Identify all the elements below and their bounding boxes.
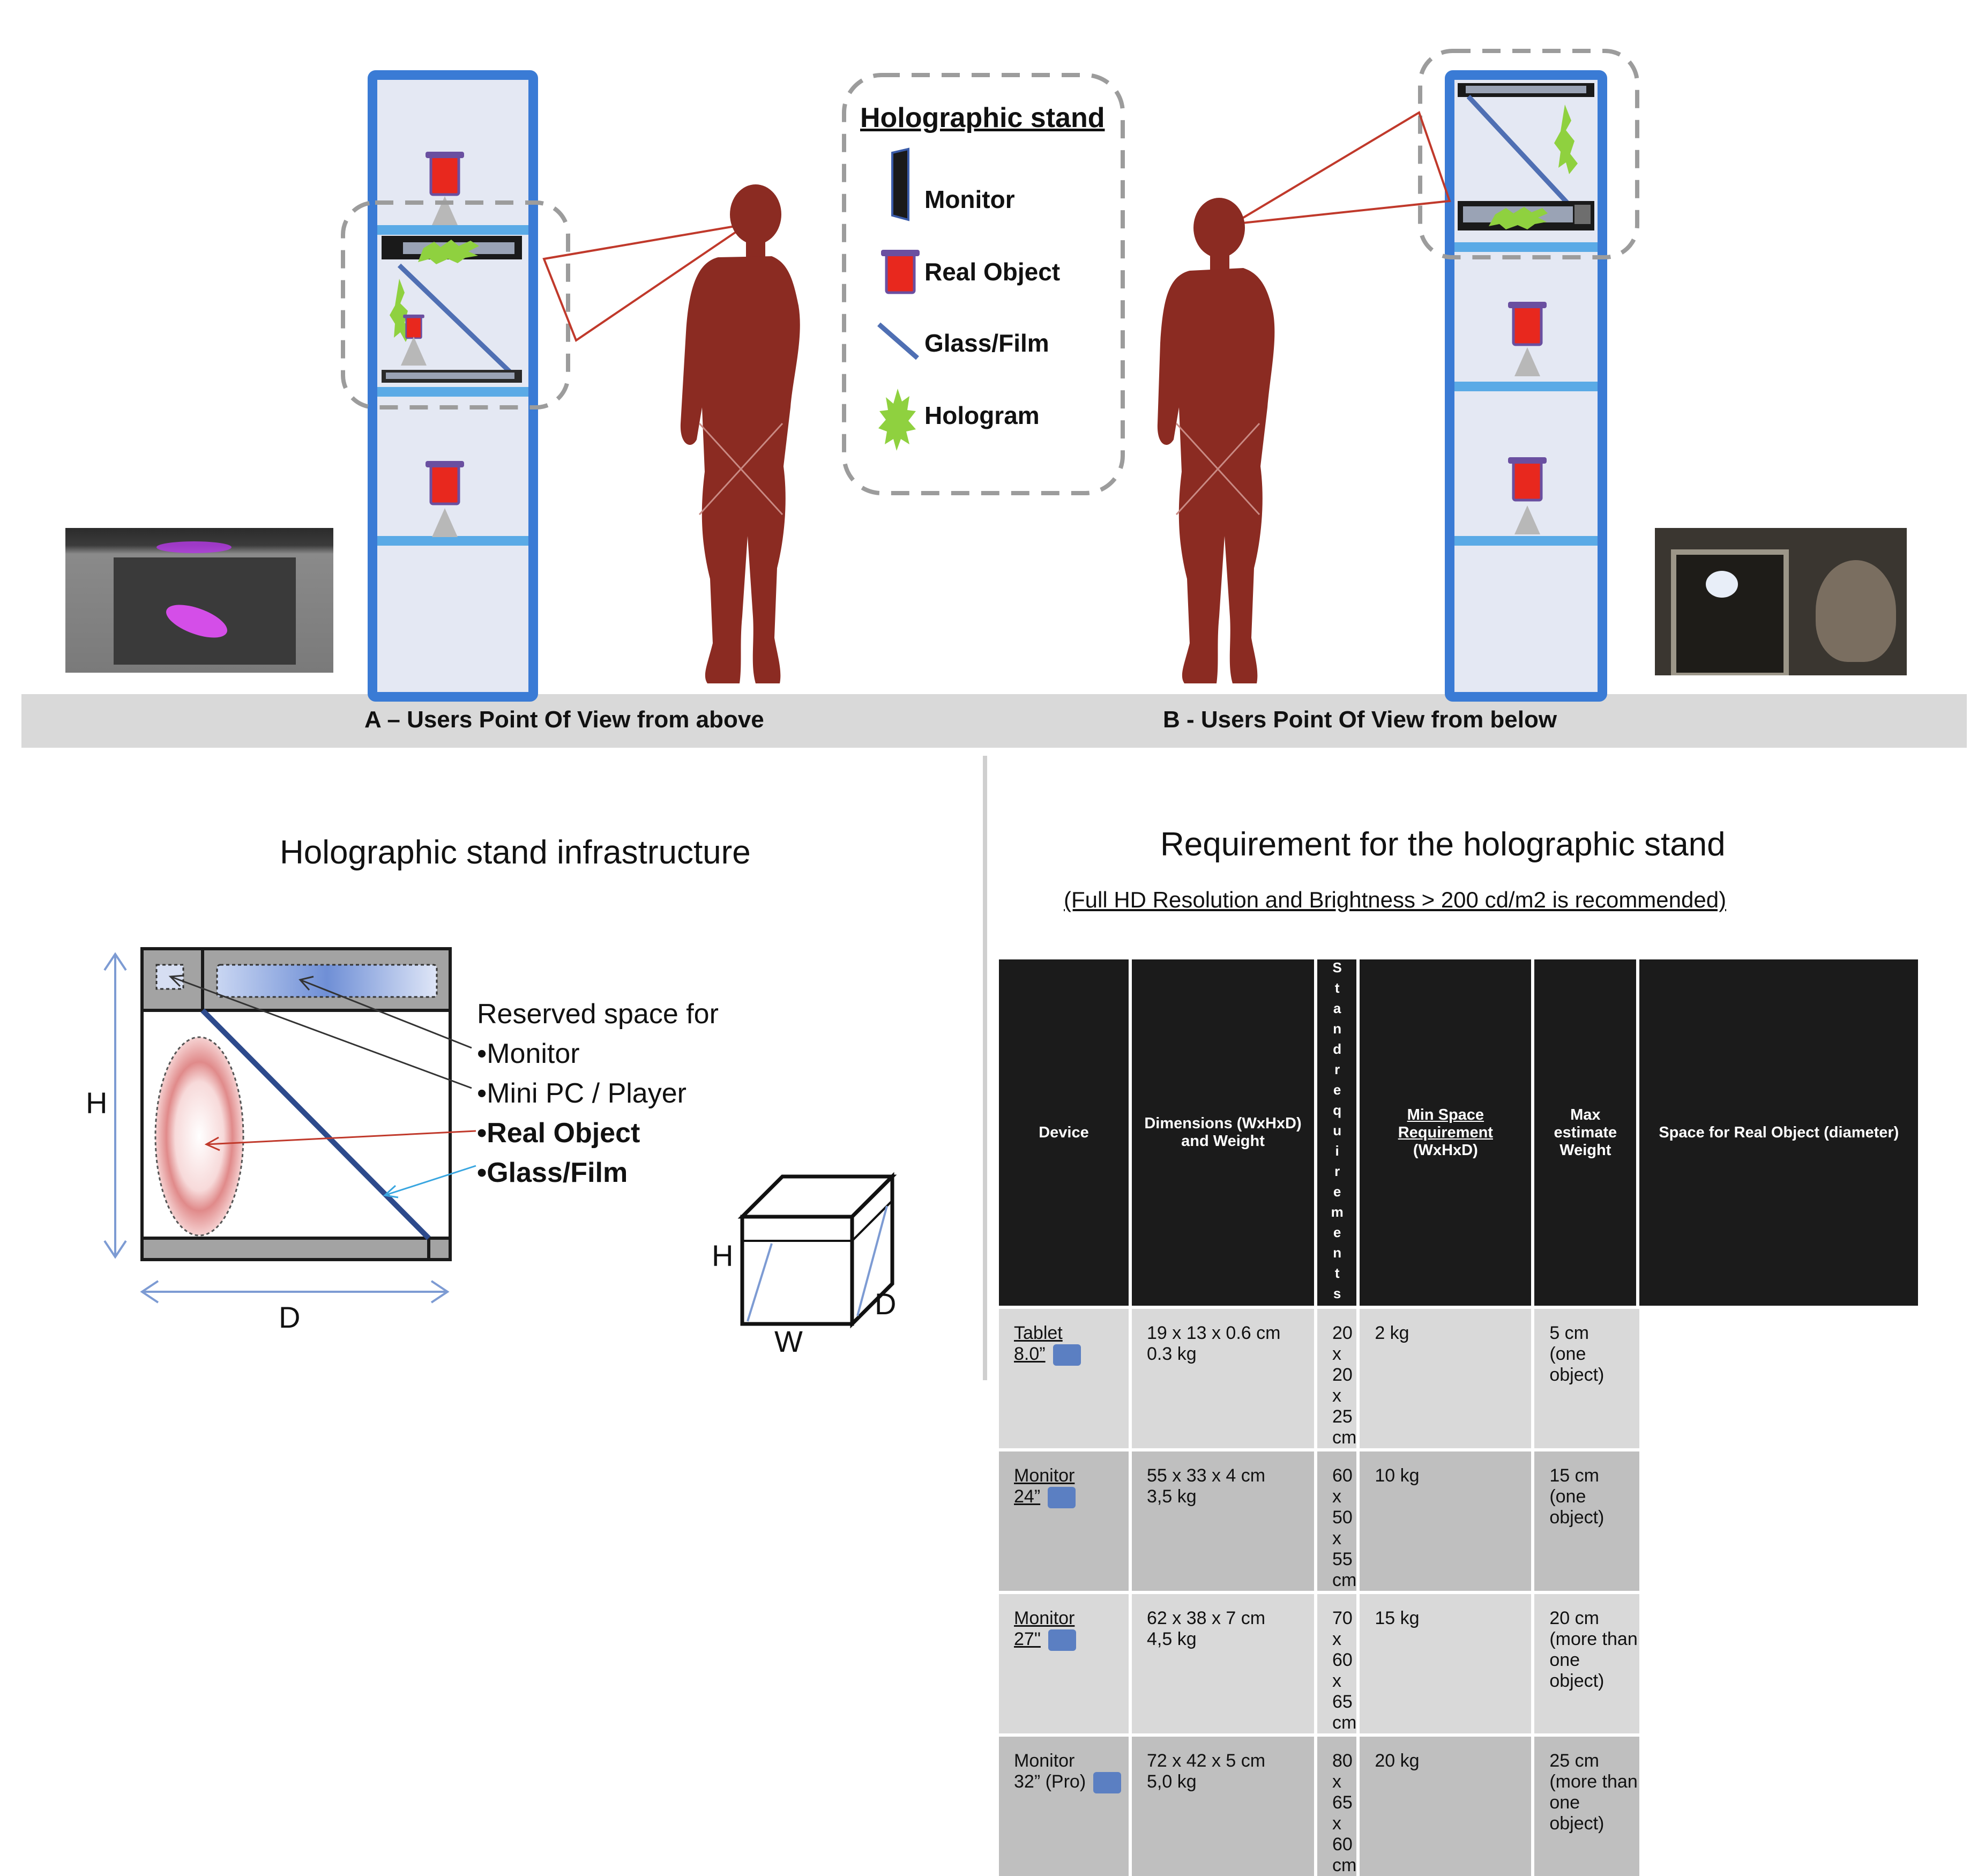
device-badge-icon <box>1093 1772 1122 1794</box>
header-max-weight: Max estimate Weight <box>1534 959 1640 1306</box>
reserved-space-list: Reserved space for •Monitor •Mini PC / P… <box>477 994 719 1193</box>
cube-diagram <box>737 1172 897 1329</box>
requirements-title: Requirement for the holographic stand <box>1160 826 1726 863</box>
dimension-d-label: D <box>279 1300 301 1334</box>
reserved-heading: Reserved space for <box>477 999 719 1030</box>
cube-d-label: D <box>875 1287 897 1321</box>
legend-label-monitor: Monitor <box>924 185 1015 213</box>
caption-view-from-below: B - Users Point Of View from below <box>1163 706 1557 733</box>
legend-label-real-object: Real Object <box>924 258 1061 286</box>
legend-glass-film-icon <box>877 322 919 360</box>
caption-view-from-above: A – Users Point Of View from above <box>364 706 764 733</box>
cell-max-weight: 2 kg <box>1360 1306 1535 1448</box>
header-min-space: Min Space Requirement(WxHxD) <box>1360 959 1535 1306</box>
legend-label-glass-film: Glass/Film <box>924 329 1049 357</box>
photo-view-from-above <box>65 528 333 673</box>
infrastructure-diagram <box>103 947 476 1304</box>
device-badge-icon <box>1048 1629 1076 1651</box>
reserved-item-mini-pc: •Mini PC / Player <box>477 1078 686 1109</box>
requirements-table: Device Dimensions (WxHxD) and Weight Sta… <box>999 959 1919 1876</box>
header-dimensions: Dimensions (WxHxD) and Weight <box>1132 959 1317 1306</box>
reserved-item-monitor: •Monitor <box>477 1038 580 1069</box>
header-space-object: Space for Real Object (diameter) <box>1639 959 1919 1306</box>
infrastructure-title: Holographic stand infrastructure <box>280 834 751 871</box>
cell-object-space: 20 cm(more than one object) <box>1534 1591 1640 1733</box>
device-badge-icon <box>1053 1344 1081 1366</box>
cell-max-weight: 20 kg <box>1360 1733 1535 1876</box>
photo-view-from-below <box>1655 528 1907 675</box>
cube-w-label: W <box>774 1324 803 1358</box>
cell-object-space: 25 cm(more than one object) <box>1534 1733 1640 1876</box>
cell-min-space: 80 x 65 x 60 cm <box>1317 1733 1360 1876</box>
floor-band <box>21 694 1967 748</box>
cell-min-space: 60 x 50 x 55 cm <box>1317 1448 1360 1591</box>
cube-h-label: H <box>712 1239 734 1272</box>
cell-object-space: 5 cm(one object) <box>1534 1306 1640 1448</box>
legend-real-object-icon <box>881 250 920 293</box>
hologram-icon <box>418 240 479 264</box>
legend-hologram-icon <box>878 389 916 451</box>
legend-box <box>842 73 1125 495</box>
person-silhouette-b <box>1157 198 1275 683</box>
cell-min-space: 70 x 60 x 65 cm <box>1317 1591 1360 1733</box>
header-separator: Standrequirements <box>1317 959 1360 1306</box>
cell-max-weight: 10 kg <box>1360 1448 1535 1591</box>
header-device: Device <box>999 959 1132 1306</box>
cell-min-space: 20 x 20 x 25 cm <box>1317 1306 1360 1448</box>
person-silhouette-a <box>680 184 800 683</box>
stand-b <box>1418 49 1639 702</box>
legend-monitor-icon <box>891 147 909 221</box>
stand-a <box>341 70 570 702</box>
dimension-h-label: H <box>86 1086 108 1120</box>
reserved-item-real-object: •Real Object <box>477 1118 640 1149</box>
cell-object-space: 15 cm(one object) <box>1534 1448 1640 1591</box>
reserved-item-glass-film: •Glass/Film <box>477 1157 628 1188</box>
requirements-subtitle: (Full HD Resolution and Brightness > 200… <box>1064 887 1727 912</box>
legend-title: Holographic stand <box>860 102 1105 133</box>
cell-max-weight: 15 kg <box>1360 1591 1535 1733</box>
device-badge-icon <box>1048 1487 1076 1509</box>
legend-label-hologram: Hologram <box>924 401 1040 429</box>
